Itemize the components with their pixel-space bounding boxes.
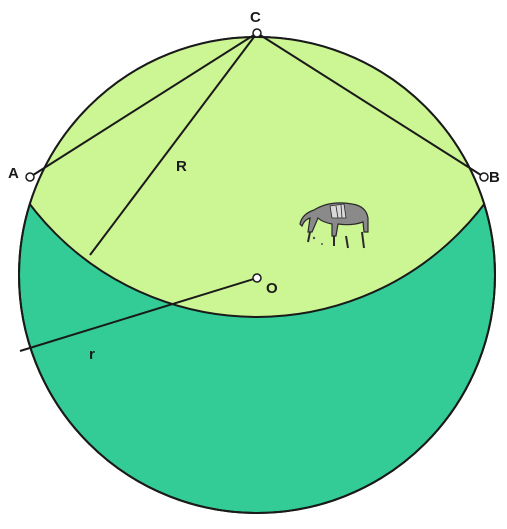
arc-A-B — [19, 37, 495, 318]
point-A-marker — [25, 172, 35, 182]
grazing-region — [19, 37, 495, 317]
radius-R-segment — [89, 32, 258, 256]
label-r: r — [89, 346, 95, 363]
label-R: R — [176, 158, 187, 175]
grazing-goat-icon — [299, 202, 369, 249]
radius-r-segment — [19, 277, 258, 352]
label-O: O — [266, 280, 278, 297]
label-C: C — [250, 9, 261, 26]
point-C-marker — [252, 28, 262, 38]
point-O-marker — [252, 273, 262, 283]
segment-C-B — [256, 32, 485, 178]
label-A: A — [8, 165, 19, 182]
label-B: B — [489, 169, 500, 186]
point-B-marker — [479, 172, 489, 182]
segment-C-A — [29, 32, 258, 178]
